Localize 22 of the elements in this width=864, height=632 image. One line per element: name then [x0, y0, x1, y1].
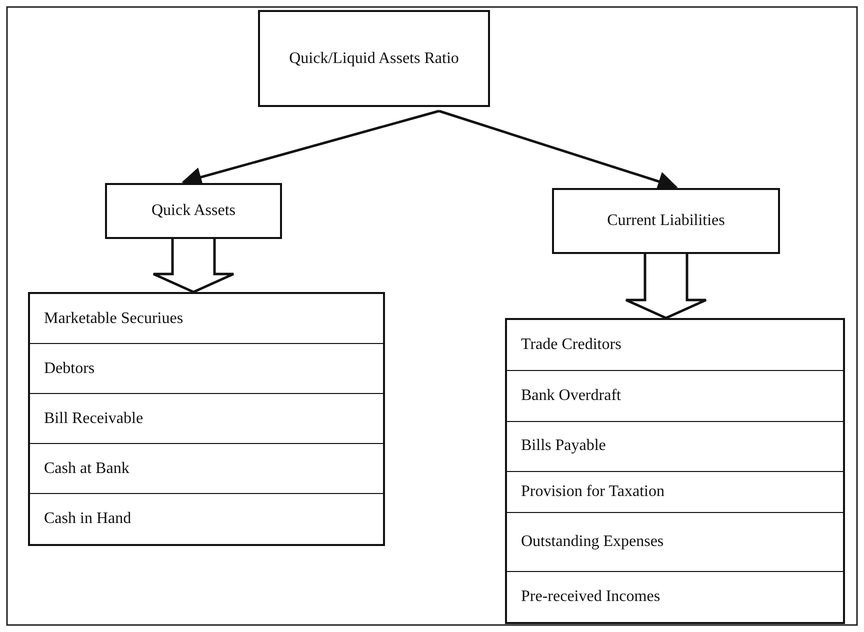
- node-label: Bills Payable: [521, 437, 606, 456]
- list-box: [28, 292, 385, 546]
- process-box: [552, 188, 780, 254]
- node-label: Provision for Taxation: [521, 483, 664, 502]
- process-box: [105, 183, 282, 239]
- node-label: Debtors: [44, 360, 95, 378]
- node-label: Quick/Liquid Assets Ratio: [289, 50, 459, 68]
- node-label: Bill Receivable: [44, 410, 144, 428]
- list-box: [505, 318, 845, 624]
- node-label: Current Liabilities: [607, 212, 725, 230]
- node-label: Pre-received Incomes: [521, 588, 660, 606]
- list-row: [507, 422, 843, 472]
- node-label: Bank Overdraft: [521, 386, 621, 405]
- node-label: Cash at Bank: [44, 460, 130, 478]
- node-label: Cash in Hand: [44, 510, 132, 528]
- node-label: Outstanding Expenses: [521, 533, 664, 552]
- node-label: Quick Assets: [152, 202, 236, 220]
- process-box: [258, 10, 490, 107]
- node-label: Trade Creditors: [521, 336, 622, 354]
- block-arrow: [624, 252, 708, 320]
- block-arrow: [152, 238, 235, 294]
- node-label: Marketable Securiues: [44, 310, 184, 328]
